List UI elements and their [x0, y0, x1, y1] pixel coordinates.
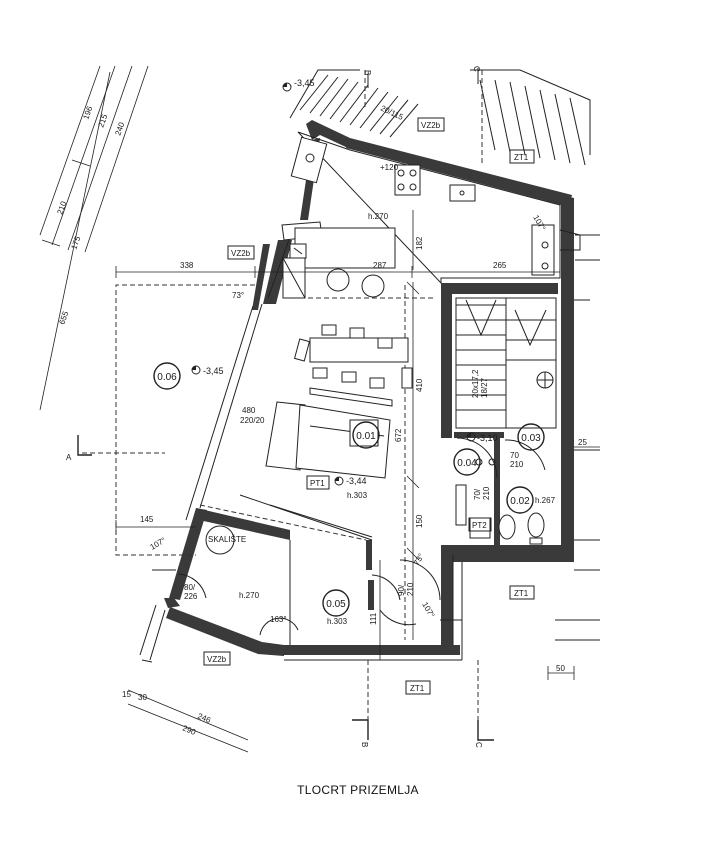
dim-175: 175	[69, 235, 82, 251]
height-bath: h.267	[535, 496, 556, 505]
room-label-005: 0.05	[326, 599, 346, 610]
level-markers: -3,45 -3,45 -3,44 -3,10	[191, 78, 498, 486]
dim-50: 50	[556, 664, 565, 673]
opening-80-226: 80/226	[184, 583, 198, 601]
room-label-003: 0.03	[521, 433, 541, 444]
section-mark-b-top: B	[363, 70, 372, 75]
dimension-lines	[115, 210, 600, 753]
height-top: h.270	[368, 212, 389, 221]
opening-220-20: 220/20	[240, 416, 265, 425]
dim-265: 265	[493, 261, 507, 270]
height-bottom-left: h.270	[239, 591, 260, 600]
tag-vz2b-left: VZ2b	[231, 249, 251, 258]
dim-150: 150	[415, 514, 424, 528]
dim-145: 145	[140, 515, 154, 524]
room-label-001: 0.01	[356, 431, 376, 442]
room-label-006: 0.06	[157, 372, 177, 383]
angle-107-left: 107°	[149, 536, 168, 552]
section-mark-b-bottom: B	[360, 742, 369, 747]
bathroom-fixtures	[455, 437, 546, 545]
dim-672: 672	[394, 428, 403, 442]
dim-338: 338	[180, 261, 194, 270]
dim-30: 30	[138, 693, 147, 702]
dim-15: 15	[122, 690, 131, 699]
tag-zt1-bottom: ZT1	[410, 684, 425, 693]
level-top: -3,45	[294, 78, 315, 88]
opening-70-210-b: 70/210	[473, 486, 491, 500]
dining-set	[293, 324, 413, 389]
tag-zt1-top: ZT1	[514, 153, 529, 162]
dim-25: 25	[578, 438, 587, 447]
outlines	[139, 131, 600, 663]
angle-163: 163°	[270, 615, 287, 624]
height-bottom-right: h.303	[327, 617, 348, 626]
angle-73-left: 73°	[232, 291, 244, 300]
dim-210: 210	[55, 200, 68, 216]
dim-287: 287	[373, 261, 387, 270]
tag-zt1-right: ZT1	[514, 589, 529, 598]
level-stair: -3,10	[477, 433, 498, 443]
kitchen-furniture	[281, 136, 555, 299]
level-terrace: -3,45	[203, 366, 224, 376]
dimension-texts: 338 287 265 182 410 672 150 111 145 246 …	[122, 236, 587, 737]
height-labels: h.270 h.303 h.270 h.303 h.267	[239, 212, 556, 626]
opening-480: 480	[242, 406, 256, 415]
dim-246: 246	[196, 712, 212, 726]
section-marks: A B B C C	[66, 66, 494, 748]
dim-290: 290	[181, 724, 197, 738]
dim-196: 196	[81, 105, 94, 121]
level-mid: -3,44	[346, 476, 367, 486]
storage-label: SKALIŠTE	[208, 535, 246, 544]
angle-73-mid: 73°	[412, 552, 426, 567]
tag-pt1: PT1	[310, 479, 325, 488]
stair-steps: 20x17,218/27	[471, 369, 489, 398]
left-dimension-chain: 196 215 240 210 175 655	[39, 65, 149, 411]
interior-stair	[455, 297, 557, 429]
section-mark-c-bottom: C	[474, 742, 483, 748]
tag-pt2: PT2	[472, 521, 487, 530]
angle-107-mid: 107°	[420, 601, 436, 620]
sofa-set	[265, 387, 393, 479]
opening-90-210: 90/210	[397, 582, 415, 596]
room-label-004: 0.04	[457, 458, 477, 469]
dim-182: 182	[415, 236, 424, 250]
opening-120: +120	[380, 163, 399, 172]
height-mid: h.303	[347, 491, 368, 500]
dim-655: 655	[57, 310, 70, 326]
room-tags: 0.01 0.02 0.03 0.04 0.05 0.06	[153, 362, 545, 617]
drawing-caption: TLOCRT PRIZEMLJA	[297, 783, 419, 797]
section-mark-c-top: C	[472, 66, 481, 72]
wall-tag-boxes: VZ2b VZ2b VZ2b ZT1 ZT1 ZT1 PT1 PT2	[203, 117, 535, 695]
dim-111: 111	[369, 612, 378, 625]
dim-215: 215	[96, 113, 109, 129]
tag-vz2b-bottom: VZ2b	[207, 655, 227, 664]
section-mark-a: A	[66, 453, 72, 462]
dim-410: 410	[415, 378, 424, 392]
dim-240: 240	[113, 121, 126, 137]
walls	[164, 120, 574, 656]
exterior-stairs-top	[289, 69, 591, 166]
lower-rooms	[177, 494, 441, 636]
tag-vz2b-top: VZ2b	[421, 121, 441, 130]
room-label-002: 0.02	[510, 496, 530, 507]
